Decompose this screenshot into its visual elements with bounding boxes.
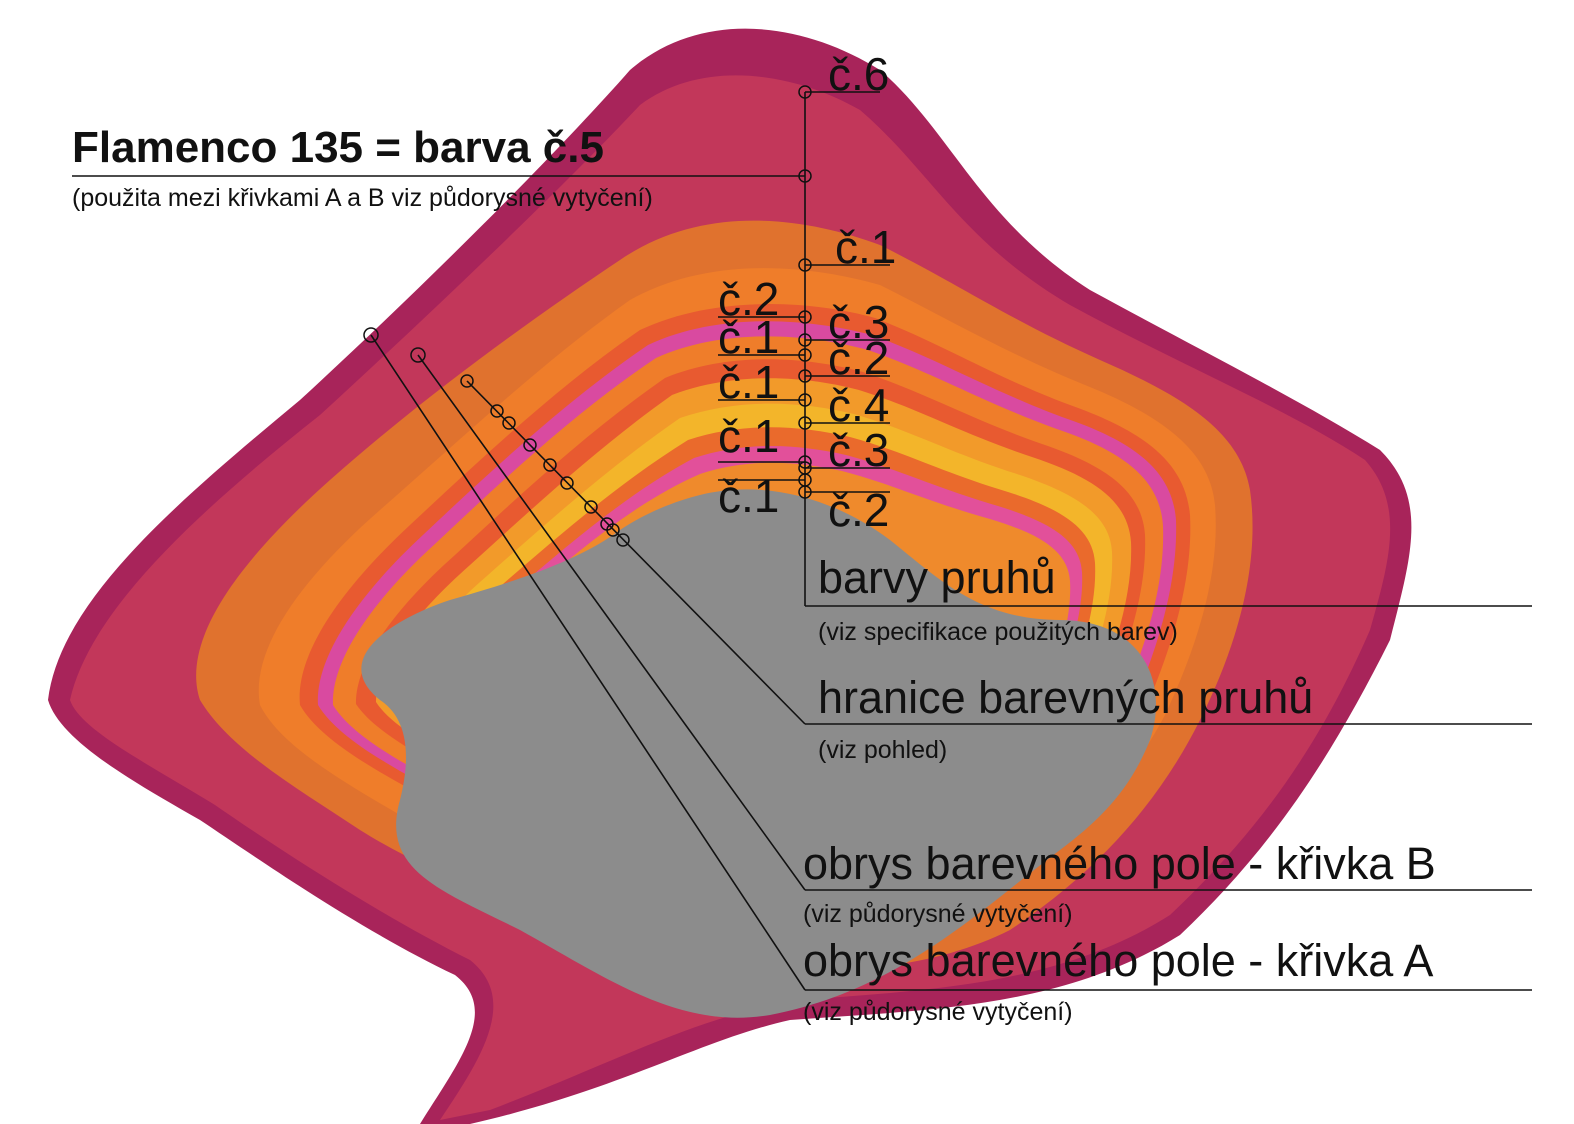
callout-stripes-note: (viz specifikace použitých barev) (818, 618, 1178, 646)
callout-boundaries: hranice barevných pruhů (viz pohled) (805, 672, 1532, 764)
stripe-label-left: č.1 (718, 356, 779, 408)
title-callout: Flamenco 135 = barva č.5 (použita mezi k… (72, 123, 805, 212)
boundary-node (584, 500, 598, 514)
callout-stripes-label: barvy pruhů (818, 552, 1056, 603)
stripe-label-right: č.6 (828, 48, 889, 100)
measure-node (798, 85, 812, 99)
callout-boundaries-label: hranice barevných pruhů (818, 672, 1313, 723)
stripe-label-right: č.3 (828, 296, 889, 348)
stripe-measure: č.6 č.1 č.3 č.2 č.4 č.3 č.2 č.2 č.1 č.1 … (718, 48, 896, 606)
stripe-label-right: č.4 (828, 379, 889, 431)
callout-curve-a-note: (viz půdorysné vytyčení) (803, 998, 1073, 1026)
callout-stripes: barvy pruhů (viz specifikace použitých b… (818, 552, 1178, 646)
measure-node (798, 485, 812, 499)
diagonal-leaders (363, 327, 1532, 991)
stripe-label-right: č.2 (828, 484, 889, 536)
measure-node (798, 258, 812, 272)
boundary-node (460, 374, 474, 388)
callout-curve-b: obrys barevného pole - křivka B (viz půd… (803, 838, 1532, 928)
callout-curve-a-label: obrys barevného pole - křivka A (803, 935, 1433, 986)
boundary-node (543, 458, 557, 472)
leader-curve-b (417, 354, 806, 891)
leader-end-a (363, 327, 379, 343)
boundary-node (560, 476, 574, 490)
title-note: (použita mezi křivkami A a B viz půdorys… (72, 184, 653, 212)
boundary-node (502, 416, 516, 430)
stripe-label-right: č.1 (835, 221, 896, 273)
boundary-node (490, 404, 504, 418)
stripe-label-right: č.2 (828, 332, 889, 384)
stripe-label-left: č.2 (718, 273, 779, 325)
measure-node (798, 169, 812, 183)
measure-node (798, 310, 812, 324)
callout-curve-b-label: obrys barevného pole - křivka B (803, 838, 1436, 889)
boundary-node (606, 523, 620, 537)
stripe-label-left: č.1 (718, 311, 779, 363)
measure-node (798, 455, 812, 469)
boundary-node (616, 533, 630, 547)
measure-node (798, 369, 812, 383)
measure-node (798, 333, 812, 347)
measure-node (798, 416, 812, 430)
leader-end-b (410, 347, 426, 363)
measure-node (798, 348, 812, 362)
callout-curve-a: obrys barevného pole - křivka A (viz půd… (803, 935, 1532, 1026)
stripe-label-left: č.1 (718, 410, 779, 462)
boundary-node (523, 438, 537, 452)
painted-surface (48, 28, 1412, 1124)
callout-curve-b-note: (viz půdorysné vytyčení) (803, 900, 1073, 928)
callout-boundaries-note: (viz pohled) (818, 736, 947, 764)
leader-curve-a (370, 334, 806, 991)
leader-boundaries (466, 380, 806, 725)
measure-node (798, 393, 812, 407)
stripe-label-right: č.3 (828, 424, 889, 476)
title: Flamenco 135 = barva č.5 (72, 123, 604, 172)
stripe-label-left: č.1 (718, 470, 779, 522)
